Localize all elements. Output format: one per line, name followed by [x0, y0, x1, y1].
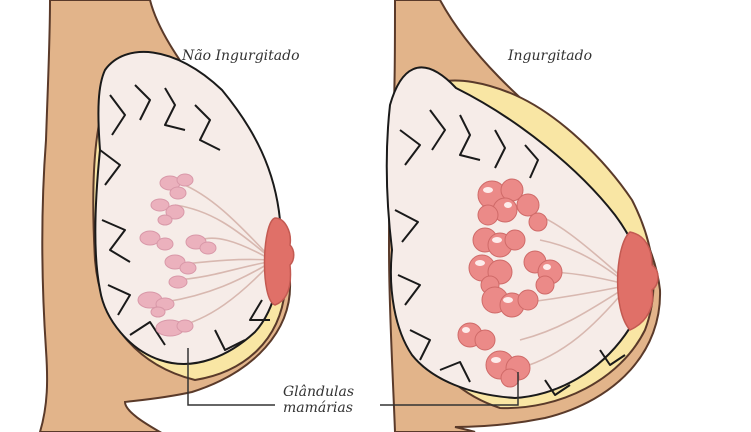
label-mammary-glands-line2: mamárias — [283, 400, 353, 416]
left-breast — [40, 0, 294, 432]
title-engorged: Ingurgitado — [507, 48, 592, 64]
right-breast — [387, 0, 660, 432]
label-mammary-glands-line1: Glândulas — [283, 384, 354, 400]
title-non-engorged: Não Ingurgitado — [181, 48, 300, 64]
